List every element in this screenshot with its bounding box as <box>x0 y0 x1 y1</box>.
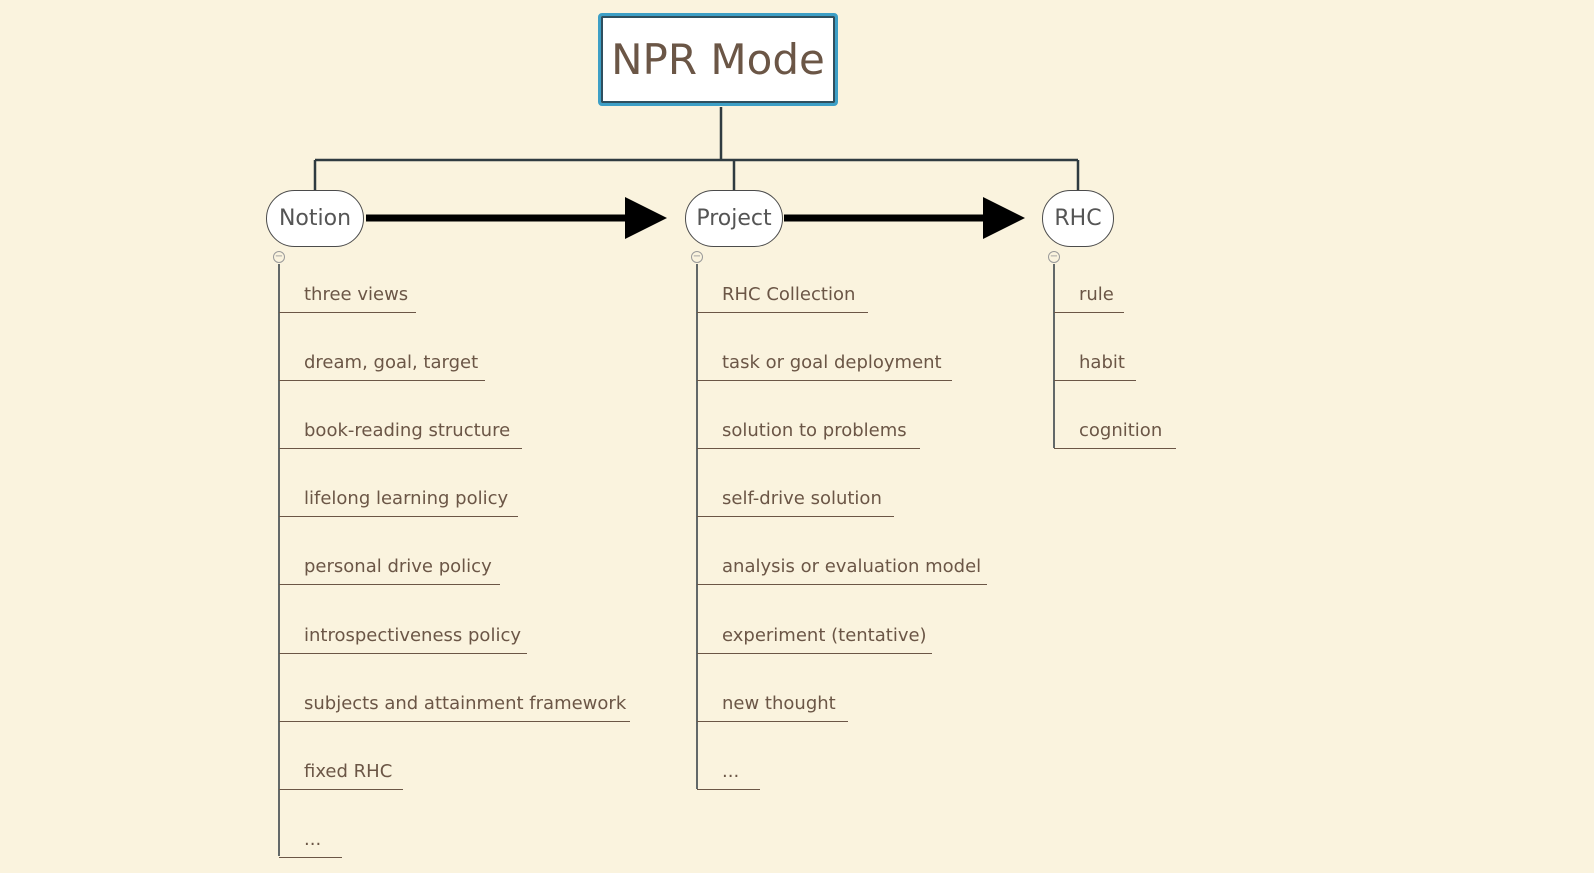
subtopic-label: ... <box>722 761 740 782</box>
subtopic-notion-3[interactable]: book-reading structure <box>279 409 522 449</box>
subtopic-label: fixed RHC <box>304 761 393 782</box>
subtopic-notion-5[interactable]: personal drive policy <box>279 545 500 585</box>
subtopic-project-7[interactable]: new thought <box>697 682 848 722</box>
subtopic-label: introspectiveness policy <box>304 625 521 646</box>
subtopic-label: analysis or evaluation model <box>722 556 982 577</box>
subtopic-label: three views <box>304 284 409 305</box>
subtopic-project-2[interactable]: task or goal deployment <box>697 341 952 381</box>
subtopic-label: subjects and attainment framework <box>304 693 627 714</box>
branch-topic-label: RHC <box>1054 206 1102 231</box>
subtopic-project-1[interactable]: RHC Collection <box>697 273 868 313</box>
subtopic-rhc-2[interactable]: habit <box>1054 341 1136 381</box>
branch-topic-rhc[interactable]: RHC <box>1042 190 1114 247</box>
subtopic-label: solution to problems <box>722 420 907 441</box>
subtopic-notion-8[interactable]: fixed RHC <box>279 750 403 790</box>
subtopic-notion-2[interactable]: dream, goal, target <box>279 341 485 381</box>
subtopic-label: task or goal deployment <box>722 352 942 373</box>
subtopic-rhc-3[interactable]: cognition <box>1054 409 1176 449</box>
subtopic-notion-1[interactable]: three views <box>279 273 416 313</box>
subtopic-label: habit <box>1079 352 1125 373</box>
subtopic-project-4[interactable]: self-drive solution <box>697 477 894 517</box>
subtopic-label: self-drive solution <box>722 488 882 509</box>
subtopic-label: dream, goal, target <box>304 352 479 373</box>
branch-topic-label: Project <box>696 206 772 231</box>
minus-circle-icon[interactable]: − <box>1048 251 1060 263</box>
subtopic-label: experiment (tentative) <box>722 625 927 646</box>
subtopic-label: rule <box>1079 284 1114 305</box>
branch-topic-project[interactable]: Project <box>685 190 783 247</box>
root-topic[interactable]: NPR Mode <box>598 13 838 106</box>
root-topic-label: NPR Mode <box>611 35 825 84</box>
minus-circle-icon[interactable]: − <box>691 251 703 263</box>
subtopic-notion-6[interactable]: introspectiveness policy <box>279 614 527 654</box>
subtopic-label: cognition <box>1079 420 1163 441</box>
subtopic-label: personal drive policy <box>304 556 492 577</box>
subtopic-label: new thought <box>722 693 836 714</box>
subtopic-label: book-reading structure <box>304 420 511 441</box>
subtopic-rhc-1[interactable]: rule <box>1054 273 1124 313</box>
subtopic-project-8[interactable]: ... <box>697 750 760 790</box>
subtopic-notion-7[interactable]: subjects and attainment framework <box>279 682 630 722</box>
branch-topic-label: Notion <box>278 206 352 231</box>
subtopic-notion-9[interactable]: ... <box>279 818 342 858</box>
subtopic-notion-4[interactable]: lifelong learning policy <box>279 477 518 517</box>
minus-circle-icon[interactable]: − <box>273 251 285 263</box>
subtopic-project-3[interactable]: solution to problems <box>697 409 920 449</box>
branch-topic-notion[interactable]: Notion <box>266 190 364 247</box>
subtopic-project-6[interactable]: experiment (tentative) <box>697 614 932 654</box>
subtopic-label: lifelong learning policy <box>304 488 509 509</box>
subtopic-project-5[interactable]: analysis or evaluation model <box>697 545 987 585</box>
subtopic-label: ... <box>304 829 322 850</box>
subtopic-label: RHC Collection <box>722 284 856 305</box>
